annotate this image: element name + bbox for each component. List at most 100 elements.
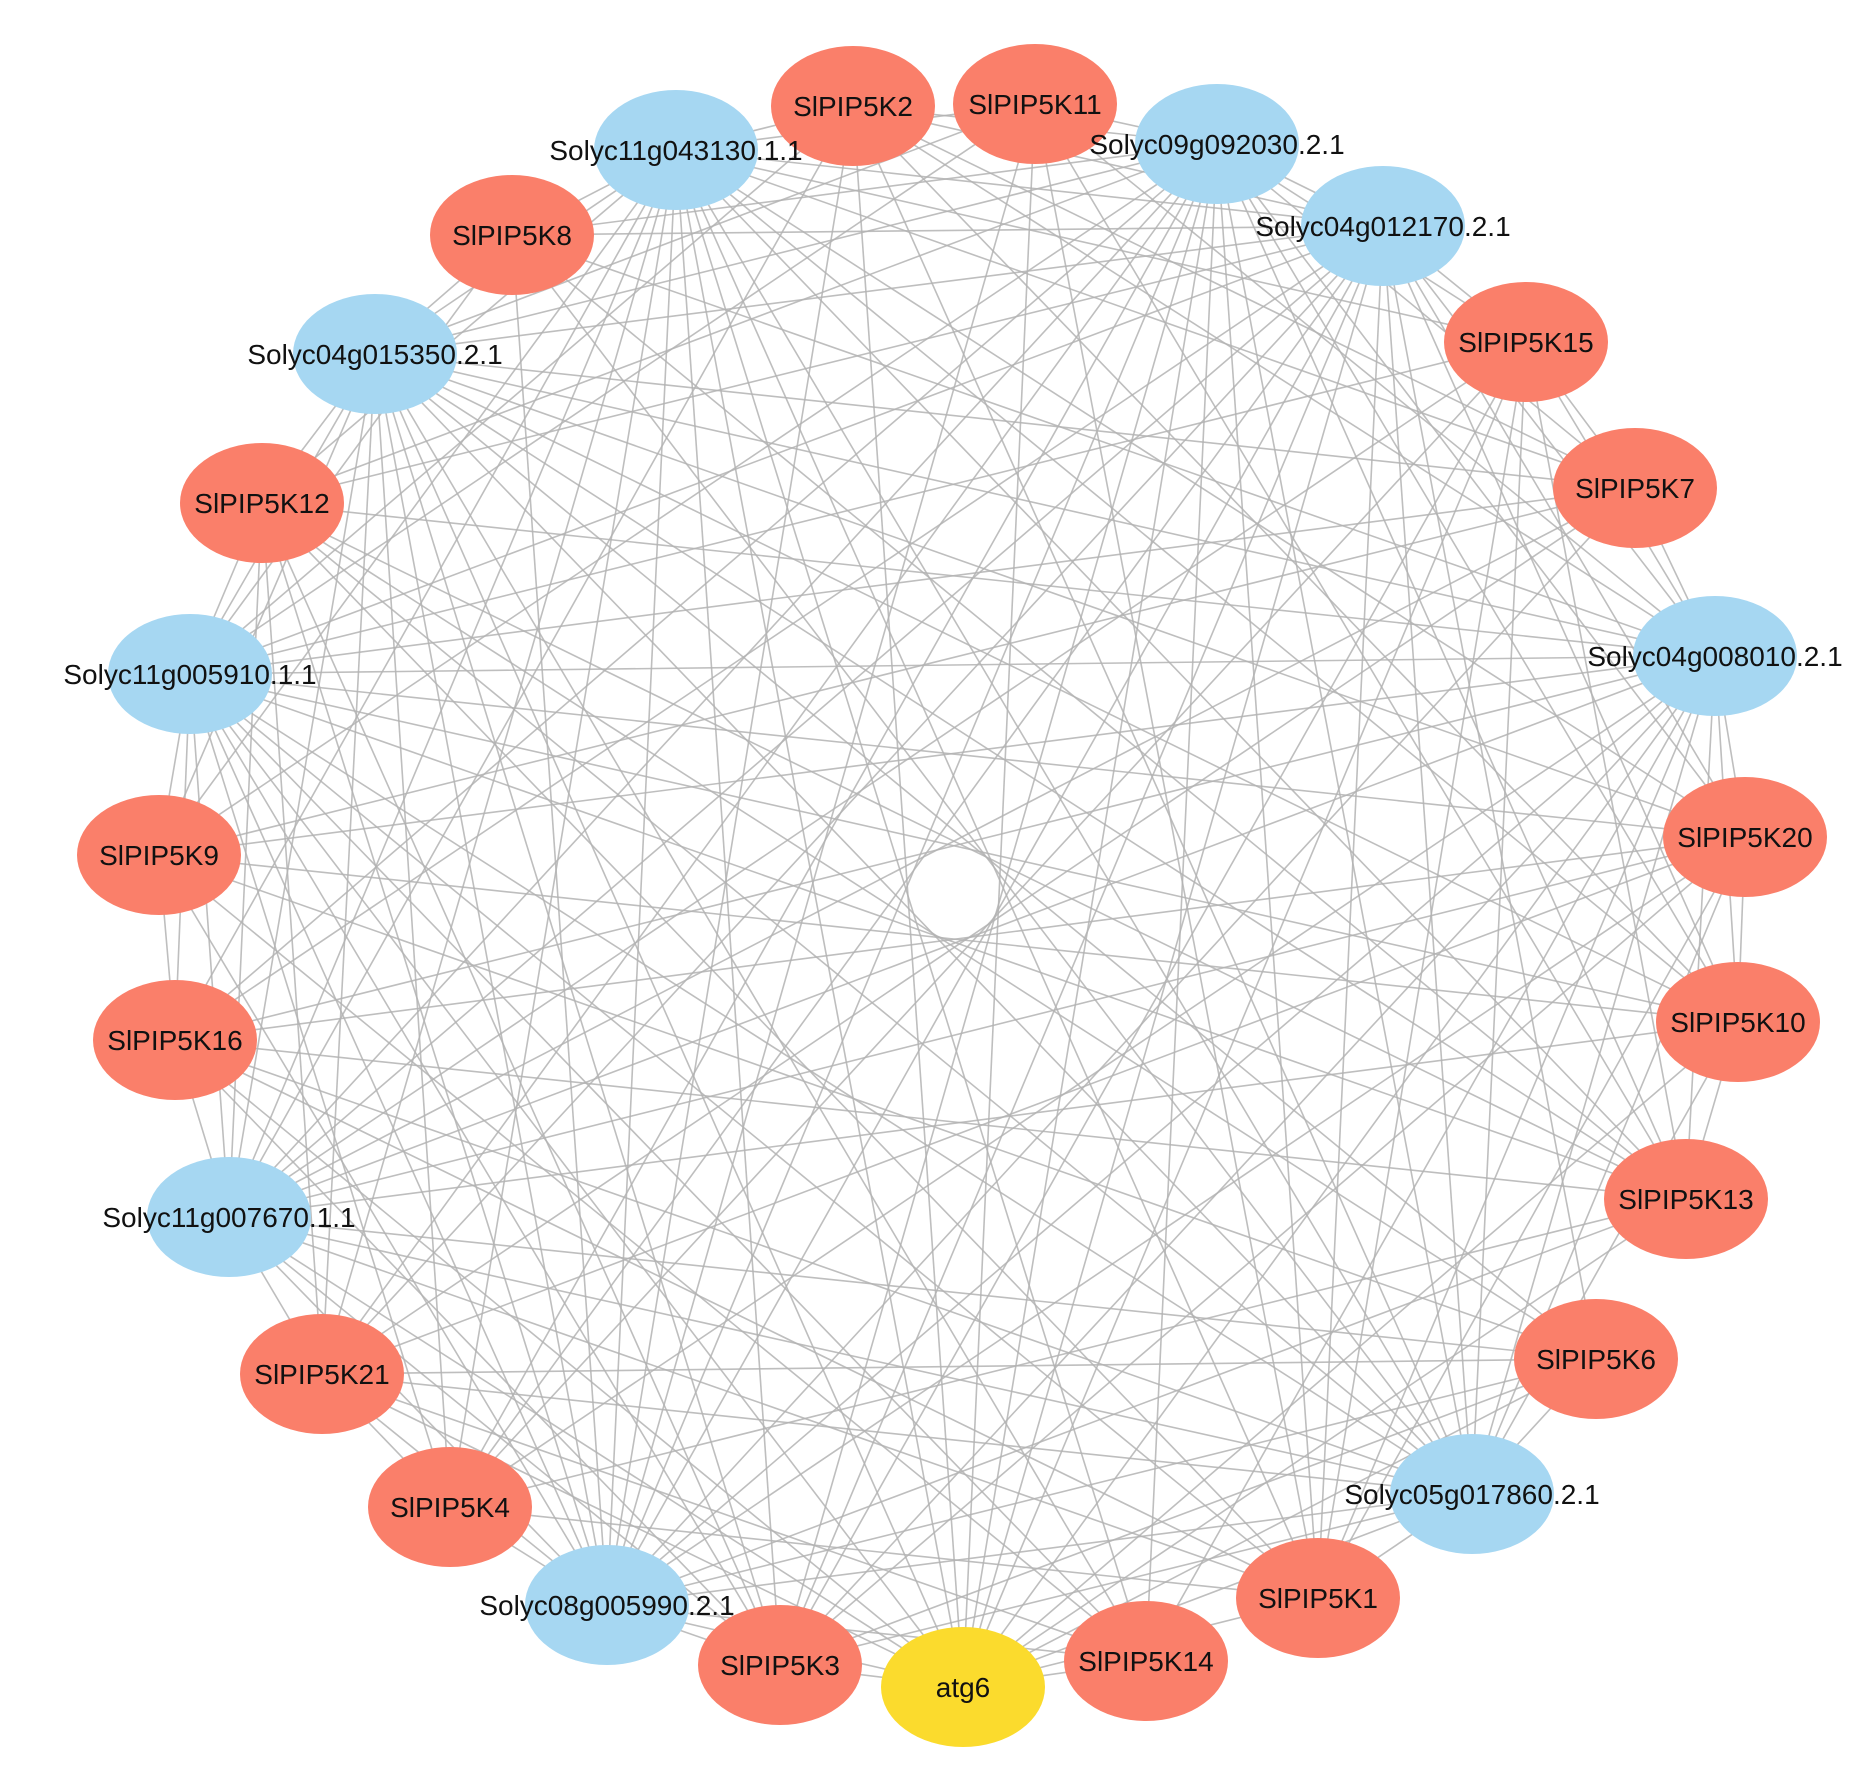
edge-Solyc04g012170.2.1-Solyc11g007670.1.1 — [228, 225, 1384, 1218]
node-shape[interactable] — [1301, 166, 1465, 286]
edge-SlPIP5K13-Solyc04g015350.2.1 — [374, 353, 1687, 1200]
node-shape[interactable] — [147, 1157, 311, 1277]
edge-SlPIP5K13-Solyc08g005990.2.1 — [606, 1198, 1687, 1606]
node-label: SlPIP5K2 — [793, 91, 913, 122]
node-Solyc11g007670.1.1[interactable]: Solyc11g007670.1.1 — [102, 1157, 356, 1277]
node-Solyc05g017860.2.1[interactable]: Solyc05g017860.2.1 — [1344, 1434, 1600, 1554]
node-shape[interactable] — [1604, 1139, 1768, 1259]
edge-SlPIP5K10-Solyc11g005910.1.1 — [189, 673, 1739, 1023]
node-shape[interactable] — [180, 443, 344, 563]
edge-Solyc05g017860.2.1-Solyc04g015350.2.1 — [374, 353, 1473, 1495]
edge-Solyc09g092030.2.1-SlPIP5K4 — [449, 143, 1218, 1508]
edge-Solyc04g012170.2.1-SlPIP5K1 — [1317, 225, 1384, 1599]
node-SlPIP5K7[interactable]: SlPIP5K7 — [1553, 428, 1717, 548]
edge-SlPIP5K21-Solyc11g043130.1.1 — [321, 149, 677, 1375]
node-shape[interactable] — [1135, 84, 1299, 204]
edge-SlPIP5K1-Solyc11g043130.1.1 — [675, 149, 1319, 1599]
edge-SlPIP5K20-SlPIP5K3 — [779, 836, 1746, 1666]
node-label: SlPIP5K20 — [1677, 822, 1812, 853]
node-SlPIP5K12[interactable]: SlPIP5K12 — [180, 443, 344, 563]
node-Solyc11g005910.1.1[interactable]: Solyc11g005910.1.1 — [63, 614, 317, 734]
node-shape[interactable] — [430, 175, 594, 295]
edge-Solyc04g012170.2.1-SlPIP5K4 — [449, 225, 1384, 1508]
edge-SlPIP5K20-Solyc11g043130.1.1 — [675, 149, 1746, 838]
node-shape[interactable] — [771, 46, 935, 166]
node-shape[interactable] — [1663, 777, 1827, 897]
node-shape[interactable] — [1656, 962, 1820, 1082]
edge-Solyc04g012170.2.1-SlPIP5K10 — [1382, 225, 1739, 1023]
edge-SlPIP5K7-Solyc11g005910.1.1 — [189, 487, 1636, 675]
node-SlPIP5K11[interactable]: SlPIP5K11 — [953, 44, 1117, 164]
node-Solyc04g015350.2.1[interactable]: Solyc04g015350.2.1 — [247, 294, 503, 414]
edge-Solyc09g092030.2.1-SlPIP5K7 — [1216, 143, 1636, 489]
node-label: SlPIP5K16 — [107, 1025, 242, 1056]
edge-SlPIP5K6-SlPIP5K12 — [261, 502, 1597, 1360]
edge-SlPIP5K13-Solyc11g043130.1.1 — [675, 149, 1687, 1200]
node-SlPIP5K9[interactable]: SlPIP5K9 — [77, 795, 241, 915]
node-Solyc08g005990.2.1[interactable]: Solyc08g005990.2.1 — [479, 1545, 735, 1665]
node-shape[interactable] — [1514, 1299, 1678, 1419]
edge-SlPIP5K6-Solyc11g007670.1.1 — [228, 1216, 1597, 1360]
node-shape[interactable] — [108, 614, 272, 734]
node-SlPIP5K15[interactable]: SlPIP5K15 — [1444, 282, 1608, 402]
edge-SlPIP5K20-Solyc05g017860.2.1 — [1471, 836, 1746, 1495]
edge-Solyc04g008010.2.1-SlPIP5K12 — [261, 502, 1716, 657]
node-label: SlPIP5K21 — [254, 1359, 389, 1390]
node-SlPIP5K4[interactable]: SlPIP5K4 — [368, 1447, 532, 1567]
node-shape[interactable] — [293, 294, 457, 414]
node-SlPIP5K16[interactable]: SlPIP5K16 — [93, 980, 257, 1100]
node-Solyc04g012170.2.1[interactable]: Solyc04g012170.2.1 — [1255, 166, 1511, 286]
node-shape[interactable] — [93, 980, 257, 1100]
node-SlPIP5K1[interactable]: SlPIP5K1 — [1236, 1538, 1400, 1658]
node-shape[interactable] — [1390, 1434, 1554, 1554]
edge-Solyc05g017860.2.1-atg6 — [962, 1493, 1473, 1688]
node-shape[interactable] — [240, 1314, 404, 1434]
edge-Solyc09g092030.2.1-SlPIP5K14 — [1145, 143, 1218, 1662]
node-shape[interactable] — [1236, 1538, 1400, 1658]
node-label: Solyc11g043130.1.1 — [549, 135, 802, 166]
node-shape[interactable] — [953, 44, 1117, 164]
edge-Solyc05g017860.2.1-SlPIP5K16 — [174, 1039, 1473, 1495]
edge-SlPIP5K7-Solyc08g005990.2.1 — [606, 487, 1636, 1606]
node-SlPIP5K10[interactable]: SlPIP5K10 — [1656, 962, 1820, 1082]
node-Solyc11g043130.1.1[interactable]: Solyc11g043130.1.1 — [549, 90, 803, 210]
node-label: SlPIP5K4 — [390, 1492, 510, 1523]
edge-SlPIP5K20-SlPIP5K21 — [321, 836, 1746, 1375]
node-SlPIP5K3[interactable]: SlPIP5K3 — [698, 1605, 862, 1725]
node-shape[interactable] — [1633, 596, 1797, 716]
node-Solyc04g008010.2.1[interactable]: Solyc04g008010.2.1 — [1587, 596, 1843, 716]
edge-SlPIP5K2-SlPIP5K10 — [852, 105, 1739, 1023]
node-shape[interactable] — [525, 1545, 689, 1665]
node-SlPIP5K20[interactable]: SlPIP5K20 — [1663, 777, 1827, 897]
node-label: SlPIP5K3 — [720, 1650, 840, 1681]
node-SlPIP5K8[interactable]: SlPIP5K8 — [430, 175, 594, 295]
node-shape[interactable] — [368, 1447, 532, 1567]
node-label: Solyc09g092030.2.1 — [1089, 129, 1344, 160]
edge-Solyc04g008010.2.1-SlPIP5K9 — [158, 655, 1716, 856]
node-shape[interactable] — [698, 1605, 862, 1725]
edge-SlPIP5K15-SlPIP5K3 — [779, 341, 1527, 1666]
node-shape[interactable] — [1064, 1601, 1228, 1721]
node-Solyc09g092030.2.1[interactable]: Solyc09g092030.2.1 — [1089, 84, 1345, 204]
edge-Solyc09g092030.2.1-Solyc11g007670.1.1 — [228, 143, 1218, 1218]
node-shape[interactable] — [881, 1627, 1045, 1747]
node-SlPIP5K2[interactable]: SlPIP5K2 — [771, 46, 935, 166]
node-shape[interactable] — [1444, 282, 1608, 402]
node-label: SlPIP5K10 — [1670, 1007, 1805, 1038]
edge-SlPIP5K14-Solyc04g015350.2.1 — [374, 353, 1147, 1662]
node-shape[interactable] — [1553, 428, 1717, 548]
node-SlPIP5K14[interactable]: SlPIP5K14 — [1064, 1601, 1228, 1721]
node-shape[interactable] — [594, 90, 758, 210]
node-SlPIP5K6[interactable]: SlPIP5K6 — [1514, 1299, 1678, 1419]
edge-SlPIP5K2-Solyc11g005910.1.1 — [189, 105, 854, 675]
edge-Solyc05g017860.2.1-SlPIP5K3 — [779, 1493, 1473, 1666]
node-SlPIP5K21[interactable]: SlPIP5K21 — [240, 1314, 404, 1434]
node-label: Solyc04g015350.2.1 — [247, 339, 502, 370]
node-SlPIP5K13[interactable]: SlPIP5K13 — [1604, 1139, 1768, 1259]
node-atg6[interactable]: atg6 — [881, 1627, 1045, 1747]
edge-Solyc04g012170.2.1-SlPIP5K3 — [779, 225, 1384, 1666]
node-label: SlPIP5K1 — [1258, 1583, 1378, 1614]
node-shape[interactable] — [77, 795, 241, 915]
edge-SlPIP5K7-SlPIP5K9 — [158, 487, 1636, 856]
edge-SlPIP5K15-Solyc11g043130.1.1 — [675, 149, 1527, 343]
